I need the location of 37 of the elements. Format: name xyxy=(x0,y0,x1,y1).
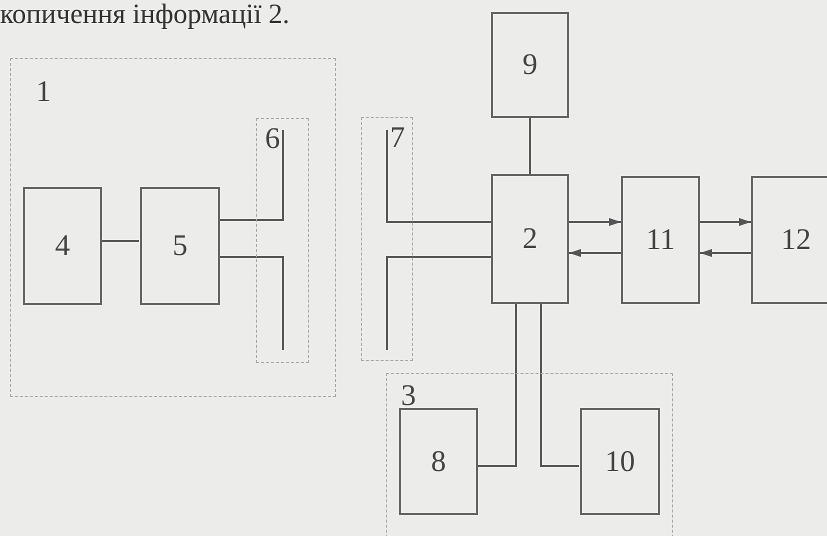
block-number: 11 xyxy=(646,225,675,255)
block-box xyxy=(140,187,220,305)
block-box xyxy=(621,176,700,304)
dashed-region xyxy=(386,373,673,536)
block-number: 5 xyxy=(172,231,188,261)
block-number: 3 xyxy=(401,381,416,411)
text-line: копичення інформації 2. xyxy=(0,0,290,30)
block-box xyxy=(491,174,569,304)
block-box xyxy=(580,408,660,515)
block-number: 7 xyxy=(390,123,405,153)
connector-line xyxy=(101,240,139,242)
arrow xyxy=(569,249,621,257)
block-number: 1 xyxy=(36,77,51,107)
connector-line xyxy=(219,130,284,221)
connector-line xyxy=(540,304,579,467)
block-number: 2 xyxy=(522,224,538,254)
block-number: 6 xyxy=(265,124,280,154)
connector-line xyxy=(386,256,491,350)
dashed-region xyxy=(256,118,309,363)
block-number: 9 xyxy=(522,50,538,80)
connector-line xyxy=(477,304,517,467)
block-number: 4 xyxy=(55,231,70,261)
dashed-region xyxy=(10,58,336,397)
block-number: 10 xyxy=(605,446,635,476)
block-box xyxy=(491,12,569,118)
connector-line xyxy=(386,130,491,223)
arrow xyxy=(569,218,621,226)
connector-line xyxy=(529,118,531,174)
connector-line xyxy=(219,256,284,350)
block-box xyxy=(399,408,478,515)
block-number: 12 xyxy=(781,225,811,255)
arrow xyxy=(700,249,751,257)
block-number: 8 xyxy=(431,446,446,476)
arrow xyxy=(700,218,751,226)
dashed-region xyxy=(361,117,413,361)
block-box xyxy=(23,187,102,305)
block-box xyxy=(751,176,827,304)
